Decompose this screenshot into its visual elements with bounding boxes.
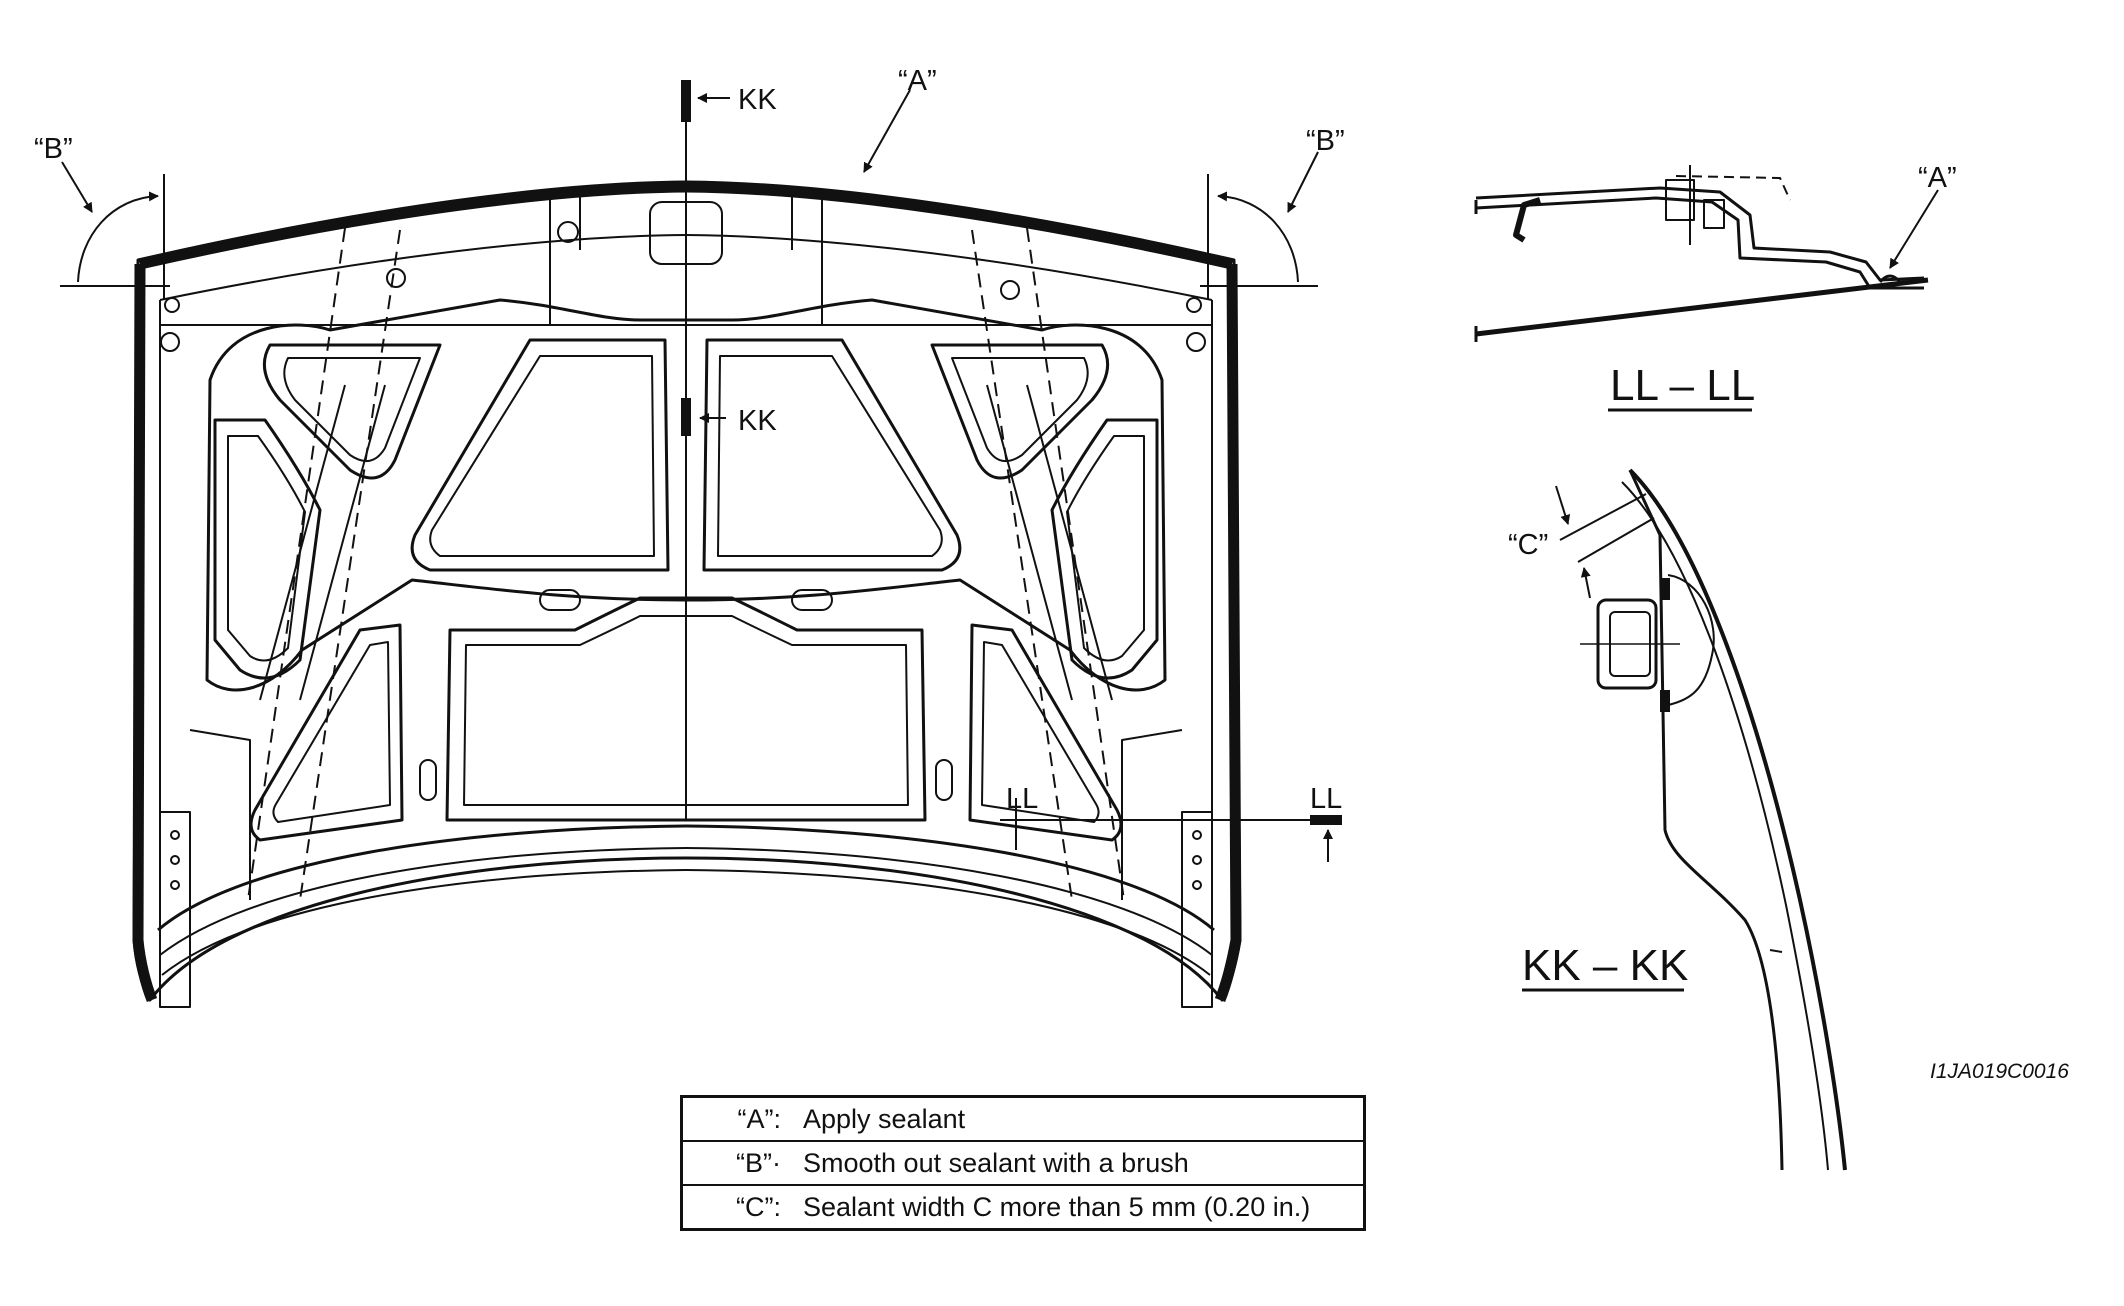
callout-a-hood: “A” (898, 65, 937, 97)
ll-section-line (1000, 798, 1342, 862)
ll-cut-mark-inner: LL (1006, 783, 1038, 815)
legend-row: “C”:Sealant width C more than 5 mm (0.20… (680, 1184, 1366, 1231)
legend-key: “C”: (680, 1184, 787, 1231)
legend-key: “A”: (680, 1095, 787, 1142)
ll-section-view (1474, 165, 1929, 342)
legend-row: “A”:Apply sealant (680, 1095, 1366, 1142)
callout-a-section-leader (1889, 189, 1939, 269)
section-title-ll: LL – LL (1610, 361, 1755, 410)
kk-cut-mark-top: KK (738, 84, 777, 116)
sealant-bead-left (132, 263, 158, 1003)
legend-text: Apply sealant (787, 1095, 1366, 1142)
callout-c: “C” (1508, 529, 1548, 561)
hood-panel (132, 180, 1242, 1008)
callout-b-left: “B” (34, 133, 73, 165)
kk-cut-mark-mid: KK (738, 405, 777, 437)
ll-cut-mark-outer: LL (1310, 783, 1342, 815)
legend-body: “A”:Apply sealant“B”·Smooth out sealant … (680, 1095, 1366, 1231)
legend-table: “A”:Apply sealant“B”·Smooth out sealant … (680, 1095, 1366, 1231)
callout-a-section: “A” (1918, 162, 1957, 194)
dashed-guides (247, 227, 1125, 901)
legend-row: “B”·Smooth out sealant with a brush (680, 1140, 1366, 1186)
callout-b-right: “B” (1306, 125, 1345, 157)
legend-text: Smooth out sealant with a brush (787, 1140, 1366, 1186)
reinforcement-frame (205, 298, 1167, 842)
sealant-bead-right (1214, 263, 1242, 1003)
kk-section-line (681, 80, 730, 820)
legend-text: Sealant width C more than 5 mm (0.20 in.… (787, 1184, 1366, 1231)
callout-a-hood-leader (863, 89, 911, 173)
callout-b-left-lines (60, 161, 170, 300)
legend-key: “B”· (680, 1140, 787, 1186)
callout-b-right-lines (1200, 151, 1319, 300)
section-title-kk: KK – KK (1522, 941, 1688, 990)
figure-code: I1JA019C0016 (1930, 1060, 2069, 1083)
kk-section-view (1555, 468, 1847, 1171)
